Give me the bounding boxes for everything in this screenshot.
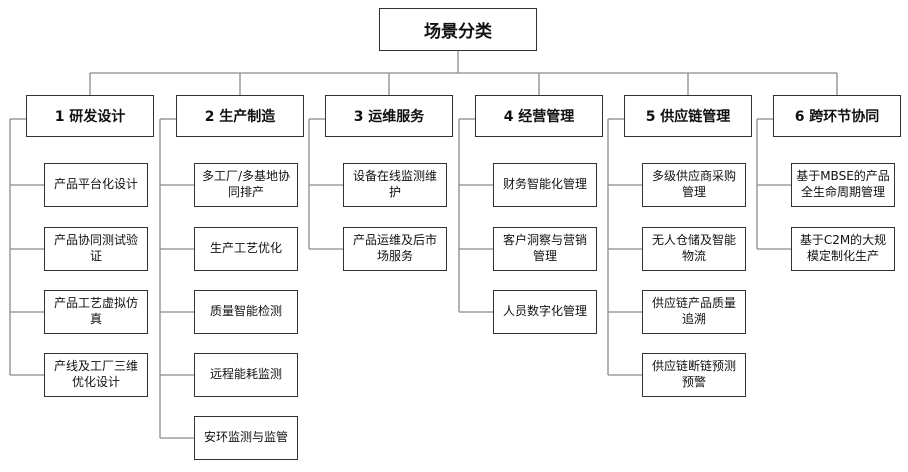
- scenario-node: 产线及工厂三维优化设计: [44, 353, 148, 397]
- scenario-node: 安环监测与监管: [194, 416, 298, 460]
- scenario-node: 供应链断链预测预警: [642, 353, 746, 397]
- scenario-node: 基于MBSE的产品全生命周期管理: [791, 163, 895, 207]
- scenario-node: 无人仓储及智能物流: [642, 227, 746, 271]
- scenario-node: 生产工艺优化: [194, 227, 298, 271]
- scenario-node: 多工厂/多基地协同排产: [194, 163, 298, 207]
- scenario-node: 多级供应商采购管理: [642, 163, 746, 207]
- category-node: 3 运维服务: [325, 95, 453, 137]
- scenario-node: 产品协同测试验证: [44, 227, 148, 271]
- category-node: 4 经营管理: [475, 95, 603, 137]
- scenario-node: 产品运维及后市场服务: [343, 227, 447, 271]
- category-node: 6 跨环节协同: [773, 95, 901, 137]
- scenario-node: 产品工艺虚拟仿真: [44, 290, 148, 334]
- category-node: 5 供应链管理: [624, 95, 752, 137]
- category-node: 1 研发设计: [26, 95, 154, 137]
- root-node: 场景分类: [379, 8, 537, 51]
- scenario-node: 质量智能检测: [194, 290, 298, 334]
- category-node: 2 生产制造: [176, 95, 304, 137]
- scenario-node: 设备在线监测维护: [343, 163, 447, 207]
- scenario-node: 远程能耗监测: [194, 353, 298, 397]
- scenario-node: 供应链产品质量追溯: [642, 290, 746, 334]
- scenario-node: 财务智能化管理: [493, 163, 597, 207]
- scenario-node: 人员数字化管理: [493, 290, 597, 334]
- scenario-node: 客户洞察与营销管理: [493, 227, 597, 271]
- scenario-node: 产品平台化设计: [44, 163, 148, 207]
- scenario-node: 基于C2M的大规模定制化生产: [791, 227, 895, 271]
